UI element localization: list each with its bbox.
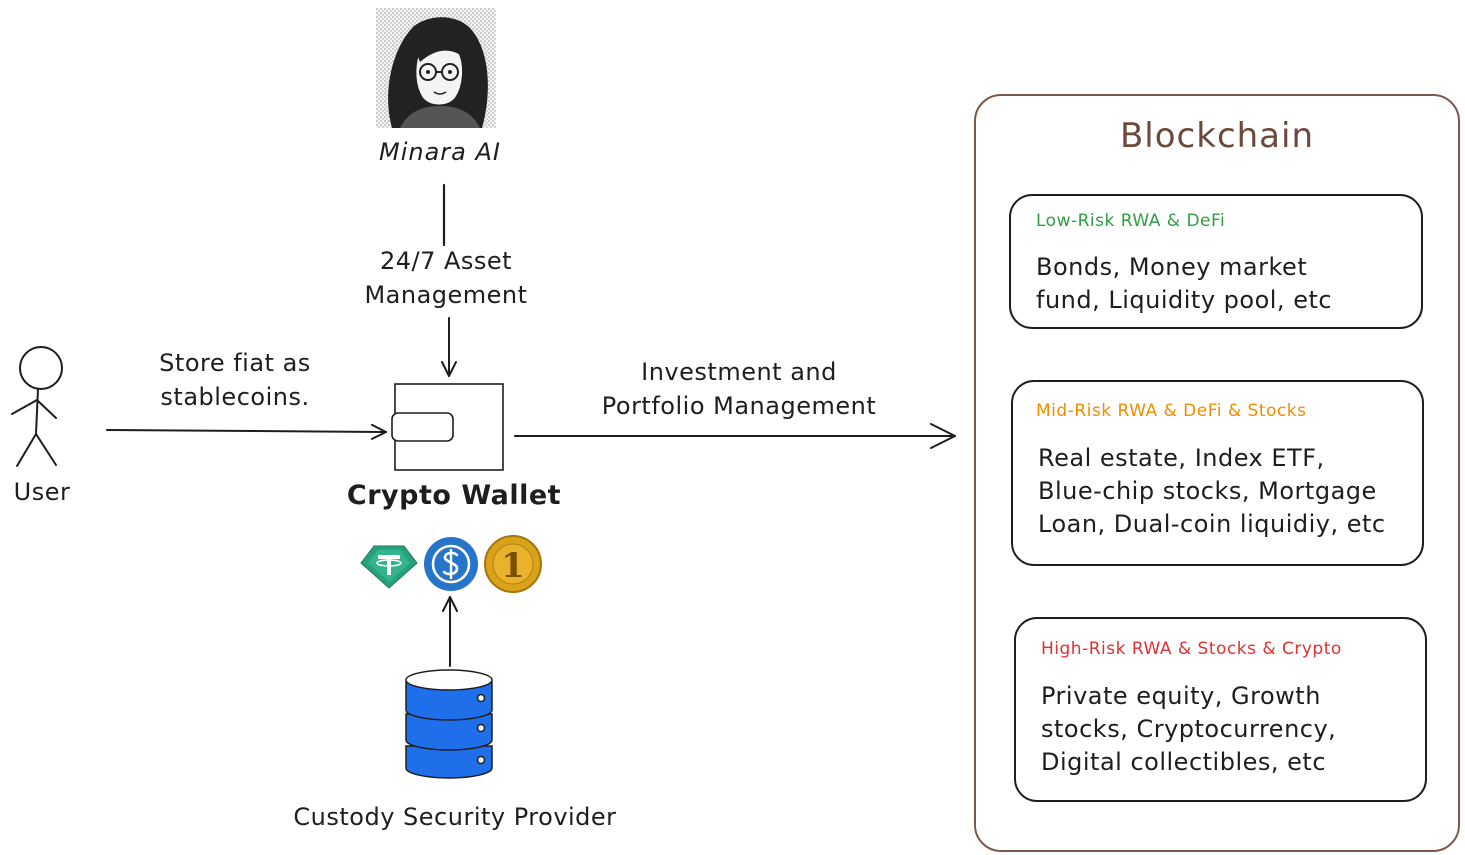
asset-management-label: 24/7 Asset Management — [340, 244, 552, 312]
user-label: User — [13, 478, 71, 506]
low-risk-box — [1009, 194, 1423, 329]
high-risk-body: Private equity, Growth stocks, Cryptocur… — [1041, 680, 1336, 779]
gold-one-coin-icon: 1 — [484, 535, 542, 593]
tether-coin-icon — [360, 545, 418, 589]
investment-line-1: Investment and — [641, 358, 837, 386]
arrow-user-to-wallet — [106, 423, 387, 440]
investment-line-2: Portfolio Management — [601, 392, 877, 420]
mid-risk-body: Real estate, Index ETF, Blue-chip stocks… — [1038, 442, 1386, 541]
blockchain-title: Blockchain — [1119, 116, 1315, 156]
custody-provider-label: Custody Security Provider — [293, 803, 617, 831]
high-risk-line-3: Digital collectibles, etc — [1041, 748, 1327, 776]
crypto-wallet-label: Crypto Wallet — [346, 480, 562, 511]
mid-risk-line-3: Loan, Dual-coin liquidiy, etc — [1038, 510, 1386, 538]
high-risk-line-2: stocks, Cryptocurrency, — [1041, 715, 1337, 743]
low-risk-title: Low-Risk RWA & DeFi — [1036, 211, 1226, 231]
mid-risk-line-1: Real estate, Index ETF, — [1038, 444, 1325, 472]
low-risk-body: Bonds, Money market fund, Liquidity pool… — [1036, 251, 1332, 317]
high-risk-title: High-Risk RWA & Stocks & Crypto — [1041, 639, 1342, 659]
arrow-minara-to-wallet — [441, 183, 457, 377]
stick-figure-icon — [11, 346, 63, 467]
high-risk-box — [1014, 617, 1427, 802]
mid-risk-line-2: Blue-chip stocks, Mortgage — [1038, 477, 1377, 505]
gold-one-coin-text: 1 — [501, 546, 525, 586]
mid-risk-title: Mid-Risk RWA & DeFi & Stocks — [1036, 401, 1307, 421]
low-risk-line-2: fund, Liquidity pool, etc — [1036, 286, 1333, 314]
asset-management-line-1: 24/7 Asset — [379, 247, 513, 275]
low-risk-line-1: Bonds, Money market — [1036, 253, 1308, 281]
store-fiat-line-1: Store fiat as — [159, 349, 311, 377]
high-risk-line-1: Private equity, Growth — [1041, 682, 1321, 710]
minara-ai-label: Minara AI — [379, 138, 501, 166]
investment-label: Investment and Portfolio Management — [580, 355, 898, 423]
store-fiat-line-2: stablecoins. — [160, 383, 310, 411]
usdc-coin-icon — [424, 537, 478, 591]
store-fiat-label: Store fiat as stablecoins. — [130, 346, 340, 414]
mid-risk-box — [1011, 380, 1424, 566]
blockchain-container — [974, 94, 1460, 852]
woman-avatar-icon — [376, 8, 496, 128]
database-icon — [405, 669, 493, 779]
wallet-icon — [391, 383, 504, 471]
asset-management-line-2: Management — [364, 281, 528, 309]
